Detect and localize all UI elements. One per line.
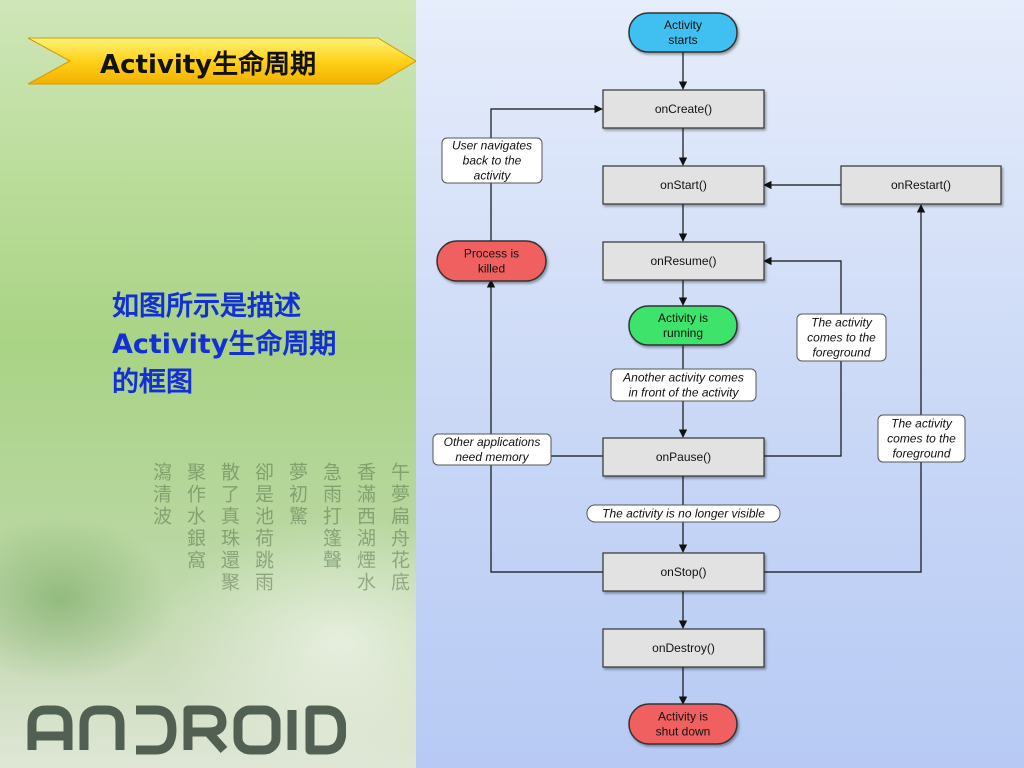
method-onstart: onStart() [602,165,765,205]
method-oncreate-label: onCreate() [655,102,712,116]
method-onpause-label: onPause() [656,450,711,464]
method-oncreate: onCreate() [602,89,765,129]
poem-column: 夢初驚 [286,462,308,528]
arrow-killed-to-oncreate [490,104,603,241]
method-onresume-label: onResume() [650,254,716,268]
method-onpause: onPause() [602,437,765,477]
poem-column: 午夢扁舟花底 [388,462,410,594]
description-line: 如图所示是描述 [112,291,301,322]
line-onstop-to-killed [490,456,603,573]
slide-description: 如图所示是描述 Activity生命周期 的框图 [112,288,382,402]
method-onstart-label: onStart() [660,178,707,192]
left-panel: Activity生命周期 如图所示是描述 Activity生命周期 的框图 午夢… [0,0,416,768]
arrow-onstop-to-onrestart [764,204,926,573]
method-onrestart-label: onRestart() [891,178,951,192]
poem-column: 瀉清波 [150,462,172,528]
description-line: Activity生命周期 [112,329,337,360]
poem-column: 散了真珠還聚 [218,462,240,594]
arrow-onpause-to-killed [486,279,603,457]
description-line: 的框图 [112,367,193,398]
method-onstop: onStop() [602,552,765,592]
method-ondestroy: onDestroy() [602,628,765,668]
poem-column: 聚作水銀窩 [184,462,206,572]
poem-column: 香滿西湖煙水 [354,462,376,594]
note-no-longer-visible: The activity is no longer visible [586,504,781,523]
poem-column: 卻是池荷跳雨 [252,462,274,594]
method-onresume: onResume() [602,241,765,281]
note-no-longer-visible-label: The activity is no longer visible [602,507,765,521]
method-onrestart: onRestart() [840,165,1002,205]
poem-column: 急雨打篷聲 [320,462,342,572]
title-banner [28,37,416,85]
poem-watermark: 午夢扁舟花底 香滿西湖煙水 急雨打篷聲 夢初驚 卻是池荷跳雨 散了真珠還聚 聚作… [148,462,410,622]
method-ondestroy-label: onDestroy() [652,641,715,655]
background-glow [0,0,416,768]
method-onstop-label: onStop() [660,565,706,579]
android-logo [27,705,346,755]
slide-title: Activity生命周期 [100,50,317,80]
